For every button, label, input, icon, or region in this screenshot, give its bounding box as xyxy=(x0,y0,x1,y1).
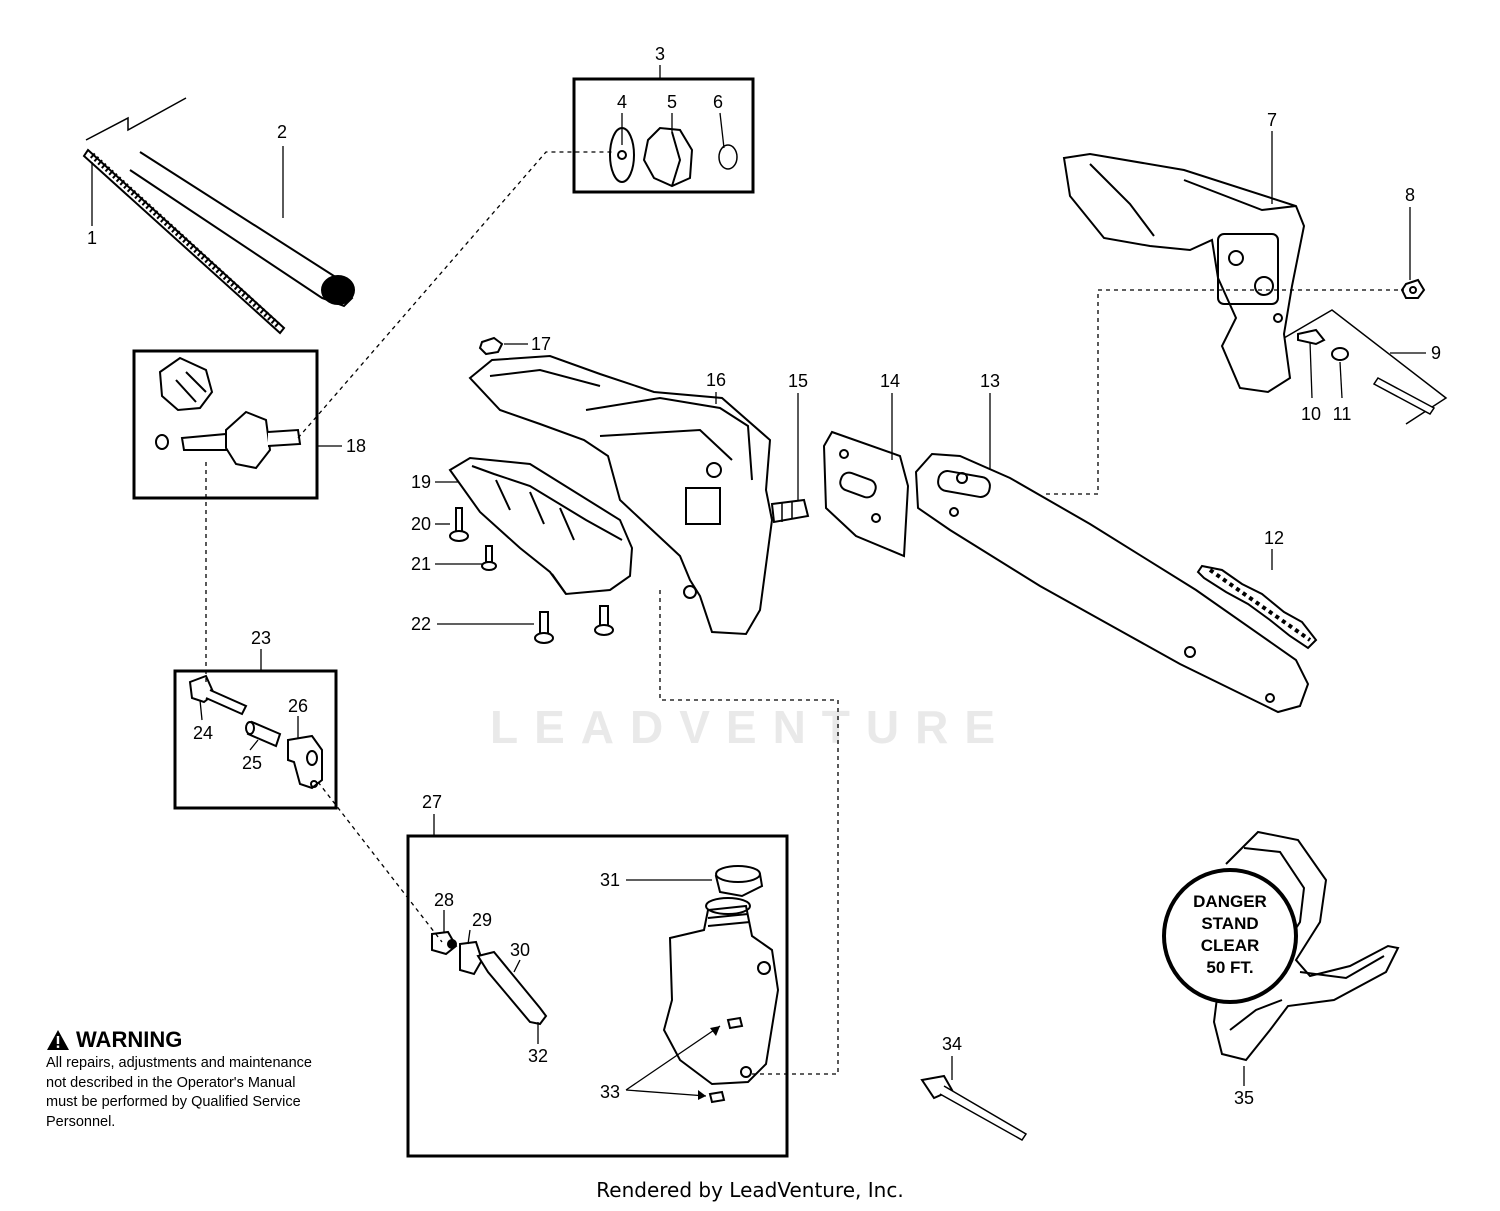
part-26-oil-pump-body[interactable] xyxy=(287,734,323,790)
part-33-screw-b[interactable] xyxy=(708,1090,726,1104)
part-11-washer[interactable] xyxy=(1331,347,1349,361)
callout-1: 1 xyxy=(87,228,97,248)
part-13-guide-bar[interactable] xyxy=(914,452,1310,714)
part-8-nut[interactable] xyxy=(1400,278,1426,299)
watermark: LEADVENTURE xyxy=(490,701,1012,753)
part-31-oil-cap[interactable] xyxy=(714,865,764,898)
callout-6: 6 xyxy=(713,92,723,112)
callout-27: 27 xyxy=(422,792,442,812)
callout-16: 16 xyxy=(706,370,726,390)
callout-21: 21 xyxy=(411,554,431,574)
part-24-pinion[interactable] xyxy=(188,674,248,716)
warning-triangle-icon xyxy=(47,1030,69,1050)
part-22-screw-b[interactable] xyxy=(594,605,614,636)
part-7-bar-guard[interactable] xyxy=(1062,152,1306,394)
kit-box-3 xyxy=(572,77,755,194)
part-33-screw-a[interactable] xyxy=(726,1016,744,1030)
footer-credit: Rendered by LeadVenture, Inc. xyxy=(596,1178,904,1202)
callout-31: 31 xyxy=(600,870,620,890)
kit-box-18 xyxy=(132,349,319,500)
kit-box-27 xyxy=(406,834,789,1158)
callout-5: 5 xyxy=(667,92,677,112)
part-30-oil-hose[interactable] xyxy=(476,950,548,1026)
callout-4: 4 xyxy=(617,92,627,112)
part-28-grommet[interactable] xyxy=(431,930,458,956)
part-18-gear-set[interactable] xyxy=(155,356,302,470)
danger-label-line4: 50 FT. xyxy=(1206,958,1253,977)
part-22-screw-a[interactable] xyxy=(534,611,554,644)
warning-body: All repairs, adjustments and maintenance… xyxy=(46,1055,312,1130)
warning-title-row: WARNING xyxy=(46,1028,316,1052)
callout-20: 20 xyxy=(411,514,431,534)
part-9-adjuster-kit[interactable] xyxy=(1283,309,1448,425)
part-1-drive-shaft[interactable] xyxy=(82,97,286,335)
danger-label-line2: STAND xyxy=(1201,914,1258,933)
part-5-sprocket[interactable] xyxy=(642,126,694,188)
callout-9: 9 xyxy=(1431,343,1441,363)
callout-23: 23 xyxy=(251,628,271,648)
callout-25: 25 xyxy=(242,753,262,773)
part-21-screw[interactable] xyxy=(481,545,497,571)
callout-10: 10 xyxy=(1301,404,1321,424)
callout-35: 35 xyxy=(1234,1088,1254,1108)
callout-24: 24 xyxy=(193,723,213,743)
danger-label-line1: DANGER xyxy=(1193,892,1267,911)
callout-13: 13 xyxy=(980,371,1000,391)
part-10-adjuster-pin[interactable] xyxy=(1297,328,1326,346)
callout-2: 2 xyxy=(277,122,287,142)
callout-30: 30 xyxy=(510,940,530,960)
callout-28: 28 xyxy=(434,890,454,910)
part-34-bar-wrench[interactable] xyxy=(920,1074,1028,1141)
part-19-gear-cover[interactable] xyxy=(448,456,634,596)
callout-8: 8 xyxy=(1405,185,1415,205)
part-29-fitting[interactable] xyxy=(459,940,484,976)
part-20-screw[interactable] xyxy=(449,507,469,542)
callout-11: 11 xyxy=(1333,404,1352,424)
warning-title: WARNING xyxy=(76,1027,183,1052)
leader-lines xyxy=(91,65,1426,1097)
part-17-nut[interactable] xyxy=(478,336,504,356)
danger-label-line3: CLEAR xyxy=(1201,936,1260,955)
callout-14: 14 xyxy=(880,371,900,391)
callout-18: 18 xyxy=(346,436,366,456)
part-15-bar-stud[interactable] xyxy=(770,498,810,524)
callout-32: 32 xyxy=(528,1046,548,1066)
callout-26: 26 xyxy=(288,696,308,716)
part-16-gear-housing[interactable] xyxy=(468,354,774,636)
dashed-connectors xyxy=(205,151,1404,1075)
warning-block: WARNING All repairs, adjustments and mai… xyxy=(46,1028,316,1132)
part-2-drive-tube[interactable] xyxy=(129,151,355,308)
callout-15: 15 xyxy=(788,371,808,391)
callout-12: 12 xyxy=(1264,528,1284,548)
part-25-sleeve[interactable] xyxy=(245,720,282,748)
danger-label xyxy=(1162,868,1298,1004)
callout-3: 3 xyxy=(655,44,665,64)
callout-22: 22 xyxy=(411,614,431,634)
callout-19: 19 xyxy=(411,472,431,492)
callout-7: 7 xyxy=(1267,110,1277,130)
part-33-oil-tank[interactable] xyxy=(662,897,780,1086)
kit-box-23 xyxy=(173,669,338,810)
part-12-chain[interactable] xyxy=(1196,564,1318,650)
callout-29: 29 xyxy=(472,910,492,930)
part-6-clip[interactable] xyxy=(718,144,738,170)
part-14-bar-plate[interactable] xyxy=(822,430,910,558)
callout-34: 34 xyxy=(942,1034,962,1054)
callout-17: 17 xyxy=(531,334,551,354)
callout-33: 33 xyxy=(600,1082,620,1102)
